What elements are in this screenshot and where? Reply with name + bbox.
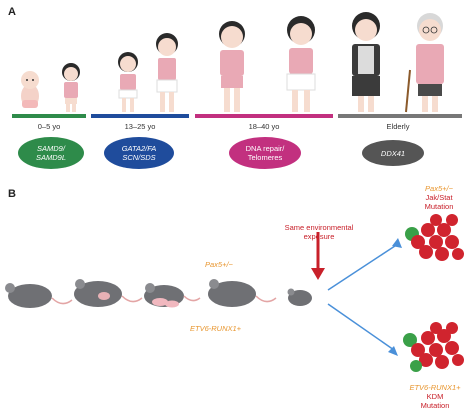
age-label-13-25: 13–25 yo xyxy=(124,122,156,131)
age-bar-elderly xyxy=(338,114,462,118)
teen-figure xyxy=(156,33,178,112)
panel-b-label: B xyxy=(8,188,16,200)
gene-pill-dna-repair: DNA repair/Telomeres xyxy=(229,137,301,169)
age-bar-0-5 xyxy=(12,114,86,118)
age-label-18-40: 18–40 yo xyxy=(248,122,280,131)
mouse-2 xyxy=(74,279,143,307)
baby-figure xyxy=(21,71,39,108)
arrow-to-bottom-outcome xyxy=(327,303,395,351)
panel-a-label: A xyxy=(8,6,16,18)
pax5-mid-label: Pax5+/− xyxy=(205,260,233,269)
elderly-figure-1 xyxy=(352,12,380,112)
people-illustration xyxy=(12,12,462,118)
mice-illustration xyxy=(5,214,464,372)
child-figure xyxy=(118,52,138,112)
etv6-mid-label: ETV6-RUNX1+ xyxy=(190,324,242,333)
cell-cluster-bottom xyxy=(403,322,464,372)
mouse-4 xyxy=(208,279,277,307)
gene-pill-ddx41: DDX41 xyxy=(362,140,424,166)
cell-cluster-top xyxy=(405,214,464,261)
age-label-elderly: Elderly xyxy=(386,122,410,131)
gene-pill-samd9: SAMD9/SAMD9L xyxy=(18,137,84,169)
adult-figure-1 xyxy=(219,21,245,112)
mouse-3 xyxy=(144,283,201,308)
arrow-to-top-outcome xyxy=(327,243,399,291)
adult-figure-2 xyxy=(286,16,316,112)
age-bar-13-25 xyxy=(91,114,189,118)
env-exposure-label: Same environmental exposure xyxy=(284,223,354,241)
elderly-figure-2 xyxy=(405,13,444,113)
mouse-1 xyxy=(5,283,73,308)
outcome-bottom-label: ETV6-RUNX1+ KDM Mutation xyxy=(409,383,461,410)
toddler-figure xyxy=(62,63,80,112)
age-label-0-5: 0–5 yo xyxy=(37,122,61,131)
age-bar-18-40 xyxy=(195,114,333,118)
mouse-5 xyxy=(287,288,312,306)
outcome-top-label: Pax5+/− Jak/Stat Mutation xyxy=(424,184,454,211)
